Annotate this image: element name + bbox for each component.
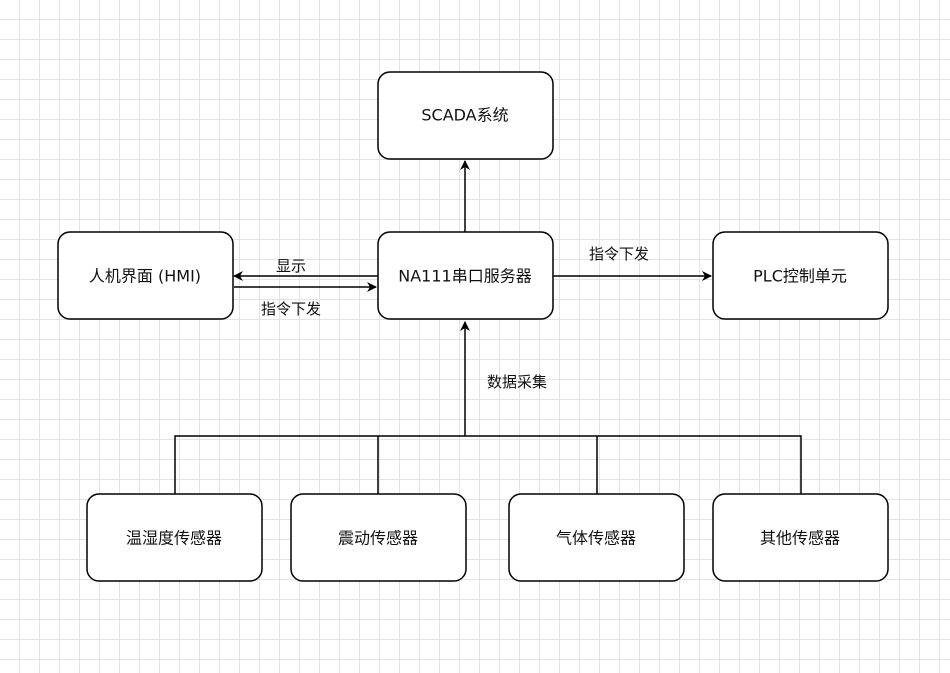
node-temp-humidity-sensor: 温湿度传感器 bbox=[86, 493, 263, 582]
node-label-scada: SCADA系统 bbox=[421, 106, 508, 125]
nodes: SCADA系统 人机界面 (HMI) NA111串口服务器 PLC控制单元 温湿… bbox=[57, 71, 889, 582]
node-label-gas: 气体传感器 bbox=[556, 529, 636, 548]
edge-label-command-to-server: 指令下发 bbox=[261, 300, 321, 318]
edge-label-command-to-plc: 指令下发 bbox=[589, 245, 649, 263]
edge-sensor-bus bbox=[174, 435, 802, 494]
node-plc: PLC控制单元 bbox=[712, 231, 889, 320]
node-label-plc: PLC控制单元 bbox=[753, 267, 847, 286]
node-scada: SCADA系统 bbox=[377, 71, 554, 160]
node-label-other: 其他传感器 bbox=[760, 529, 840, 548]
edge-label-display: 显示 bbox=[276, 257, 306, 275]
node-label-server: NA111串口服务器 bbox=[398, 267, 531, 286]
node-other-sensor: 其他传感器 bbox=[712, 493, 889, 582]
node-vibration-sensor: 震动传感器 bbox=[290, 493, 467, 582]
edge-labels: 显示 指令下发 指令下发 数据采集 bbox=[261, 245, 649, 391]
node-label-temp-humidity: 温湿度传感器 bbox=[126, 529, 222, 548]
node-label-hmi: 人机界面 (HMI) bbox=[89, 267, 201, 286]
node-server: NA111串口服务器 bbox=[377, 231, 554, 320]
node-hmi: 人机界面 (HMI) bbox=[57, 231, 234, 320]
node-gas-sensor: 气体传感器 bbox=[508, 493, 685, 582]
edge-label-data-collection: 数据采集 bbox=[487, 373, 547, 391]
edges bbox=[174, 160, 802, 494]
node-label-vibration: 震动传感器 bbox=[338, 529, 418, 548]
